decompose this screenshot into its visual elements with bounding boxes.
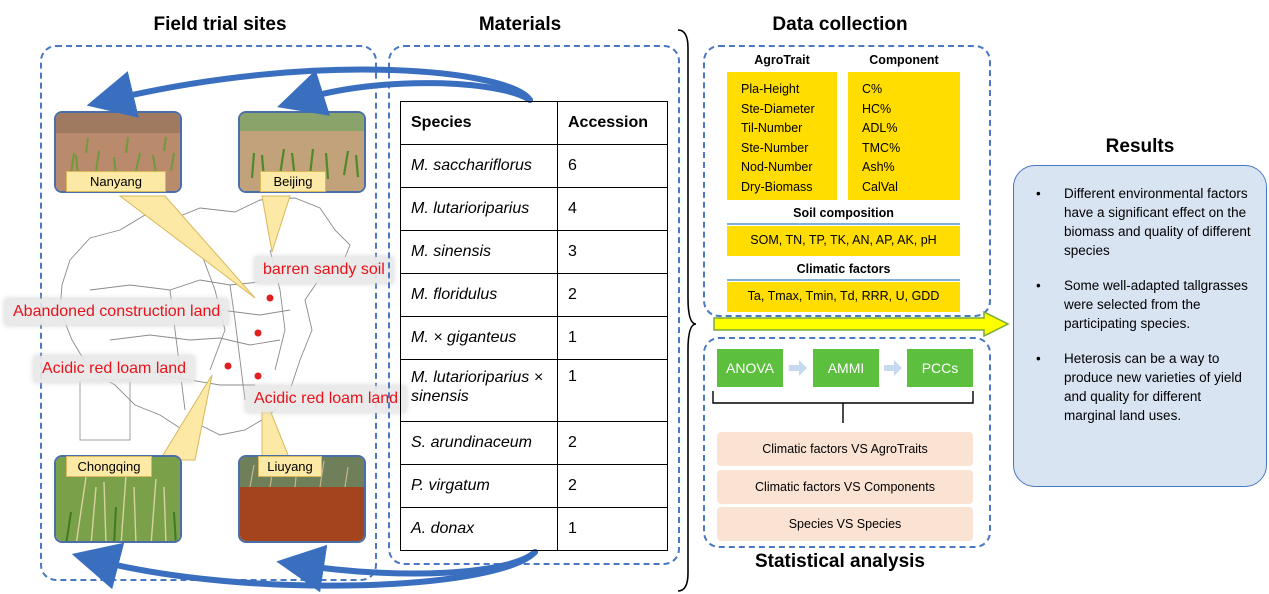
species-cell: M. × giganteus <box>400 316 558 360</box>
component-item: C% <box>862 82 883 96</box>
species-cell: M. sinensis <box>400 230 558 274</box>
component-item: HC% <box>862 101 892 116</box>
species-cell: M. sacchariflorus <box>400 144 558 188</box>
agrotrait-item: Dry-Biomass <box>741 179 813 194</box>
component-item: CalVal <box>862 179 898 194</box>
comparison-climate-agrotraits: Climatic factors VS AgroTraits <box>717 432 973 466</box>
callout-wedges <box>118 195 291 461</box>
component-title: Component <box>869 53 939 67</box>
comparison-species-species: Species VS Species <box>717 507 973 541</box>
analysis-bracket <box>712 391 974 423</box>
accession-cell: 2 <box>557 421 668 465</box>
data-collection-heading: Data collection <box>772 14 908 35</box>
species-cell: M. lutarioriparius <box>400 187 558 231</box>
climate-divider <box>727 279 960 281</box>
results-panel: • Different environmental factors have a … <box>1013 165 1267 487</box>
ammi-box: AMMI <box>813 349 879 387</box>
site-label-acidic-red-loam-left: Acidic red loam land <box>34 356 195 382</box>
flow-arrows <box>71 66 538 593</box>
soil-composition-title: Soil composition <box>793 206 894 220</box>
liuyang-label: Liuyang <box>258 456 322 477</box>
results-arrow <box>713 310 1010 338</box>
data-collection-panel <box>703 45 991 317</box>
result-item: • Heterosis can be a way to produce new v… <box>1032 349 1252 425</box>
result-item: • Different environmental factors have a … <box>1032 184 1252 260</box>
species-cell: M. lutarioriparius × sinensis <box>400 359 558 422</box>
component-item: ADL% <box>862 121 898 135</box>
bullet-icon: • <box>1036 186 1041 201</box>
agrotrait-list: Pla-Height Ste-Diameter Til-Number Ste-N… <box>727 72 837 200</box>
result-text: Heterosis can be a way to produce new va… <box>1064 351 1242 423</box>
bullet-icon: • <box>1036 351 1041 366</box>
curly-brace <box>677 29 697 592</box>
anova-box: ANOVA <box>717 349 783 387</box>
result-text: Different environmental factors have a s… <box>1064 186 1251 258</box>
materials-panel <box>388 45 680 565</box>
result-text: Some well-adapted tallgrasses were selec… <box>1064 278 1248 331</box>
species-cell: M. floridulus <box>400 273 558 317</box>
agrotrait-item: Ste-Diameter <box>741 101 815 116</box>
agrotrait-item: Pla-Height <box>741 82 800 96</box>
agrotrait-item: Til-Number <box>741 121 803 135</box>
result-item: • Some well-adapted tallgrasses were sele… <box>1032 276 1252 333</box>
nanyang-label: Nanyang <box>66 171 166 192</box>
species-cell: S. arundinaceum <box>400 421 558 465</box>
chongqing-label: Chongqing <box>66 456 152 477</box>
method-arrow-icon <box>789 360 807 376</box>
agrotrait-item: Ste-Number <box>741 140 809 155</box>
accession-cell: 4 <box>557 187 668 231</box>
accession-cell: 6 <box>557 144 668 188</box>
field-sites-heading: Field trial sites <box>153 14 287 35</box>
statistical-analysis-panel <box>703 337 991 548</box>
climatic-factors-list: Ta, Tmax, Tmin, Td, RRR, U, GDD <box>727 282 960 312</box>
accession-cell: 1 <box>557 316 668 360</box>
materials-heading: Materials <box>478 14 562 35</box>
species-cell: A. donax <box>400 507 558 551</box>
species-header: Species <box>400 101 558 145</box>
accession-cell: 1 <box>557 507 668 551</box>
beijing-label: Beijing <box>260 171 326 192</box>
pccs-box: PCCs <box>907 349 973 387</box>
comparison-climate-components: Climatic factors VS Components <box>717 470 973 504</box>
accession-header: Accession <box>557 101 668 145</box>
site-label-abandoned-construction: Abandoned construction land <box>5 299 229 325</box>
component-item: Ash% <box>862 160 895 174</box>
site-label-barren-sandy-soil: barren sandy soil <box>255 257 393 283</box>
accession-cell: 3 <box>557 230 668 274</box>
agrotrait-title: AgroTrait <box>754 53 810 67</box>
bullet-icon: • <box>1036 278 1041 293</box>
soil-divider <box>727 223 960 225</box>
accession-cell: 1 <box>557 359 668 422</box>
agrotrait-item: Nod-Number <box>741 160 813 174</box>
site-label-acidic-red-loam-right: Acidic red loam land <box>246 386 407 412</box>
method-arrow-icon <box>884 360 902 376</box>
component-list: C% HC% ADL% TMC% Ash% CalVal <box>848 72 960 200</box>
climatic-factors-title: Climatic factors <box>796 262 891 276</box>
accession-cell: 2 <box>557 273 668 317</box>
statistical-analysis-heading: Statistical analysis <box>754 551 926 572</box>
soil-composition-list: SOM, TN, TP, TK, AN, AP, AK, pH <box>727 226 960 256</box>
accession-cell: 2 <box>557 464 668 508</box>
species-cell: P. virgatum <box>400 464 558 508</box>
results-heading: Results <box>1105 136 1175 157</box>
component-item: TMC% <box>862 140 901 155</box>
